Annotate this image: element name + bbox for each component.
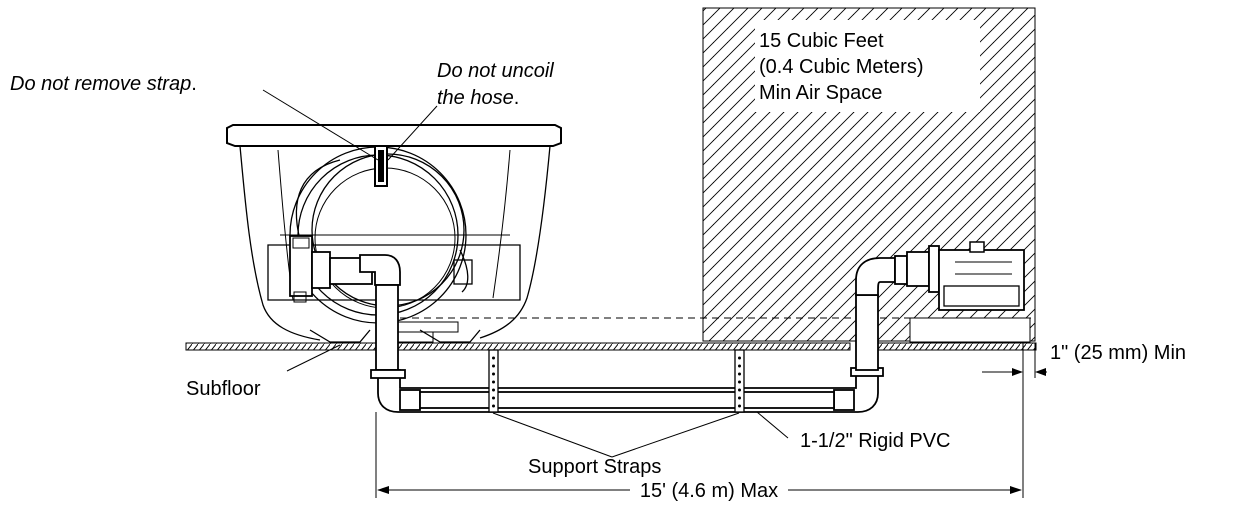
air-space-label-line1: 15 Cubic Feet	[759, 30, 884, 52]
support-strap-right	[734, 349, 745, 413]
uncoil-warning-line1: Do not uncoil	[437, 60, 554, 82]
air-space-label-line3: Min Air Space	[759, 82, 882, 104]
support-straps-label: Support Straps	[528, 456, 661, 478]
callout-leaders	[262, 89, 789, 458]
max-length-dimension	[375, 412, 1022, 498]
clearance-label: 1" (25 mm) Min	[1050, 342, 1186, 364]
clearance-dimension	[982, 343, 1047, 498]
subfloor	[185, 342, 1037, 351]
blower-unit	[909, 241, 1031, 343]
strap-warning-label: Do not remove strap.	[10, 73, 197, 95]
air-space-label-line2: (0.4 Cubic Meters)	[759, 56, 924, 78]
uncoil-warning-line2: the hose.	[437, 87, 519, 109]
hose-strap	[374, 145, 388, 187]
drop-pipe-left	[359, 254, 401, 371]
pvc-label: 1-1/2" Rigid PVC	[800, 430, 951, 452]
riser-pipe-right	[855, 245, 940, 371]
support-strap-left	[488, 349, 499, 413]
tub-connector	[289, 235, 373, 303]
subfloor-label: Subfloor	[186, 378, 261, 400]
max-length-label: 15' (4.6 m) Max	[640, 480, 778, 502]
pvc-run	[370, 367, 884, 413]
